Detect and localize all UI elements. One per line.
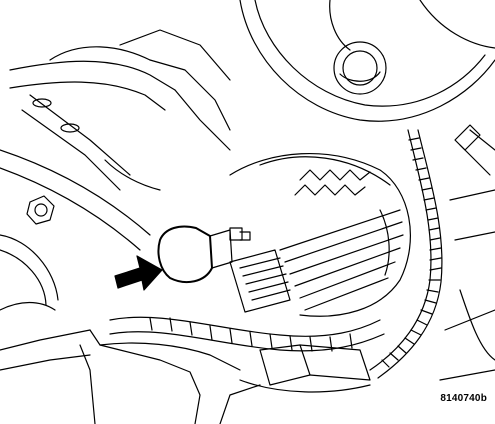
alternator — [229, 152, 411, 317]
diagonal-hose — [0, 149, 161, 251]
pointer-arrow — [114, 255, 163, 291]
wire-harness-lower — [79, 316, 385, 424]
left-bolt — [0, 195, 91, 371]
sensor-connector — [157, 225, 291, 313]
figure-id-label: 8140740b — [440, 393, 487, 404]
lower-clamp — [219, 344, 371, 424]
upper-bracket — [9, 29, 231, 191]
upper-pulley-housing — [239, 0, 495, 122]
right-frame — [439, 189, 495, 381]
wire-harness-right — [369, 124, 495, 379]
